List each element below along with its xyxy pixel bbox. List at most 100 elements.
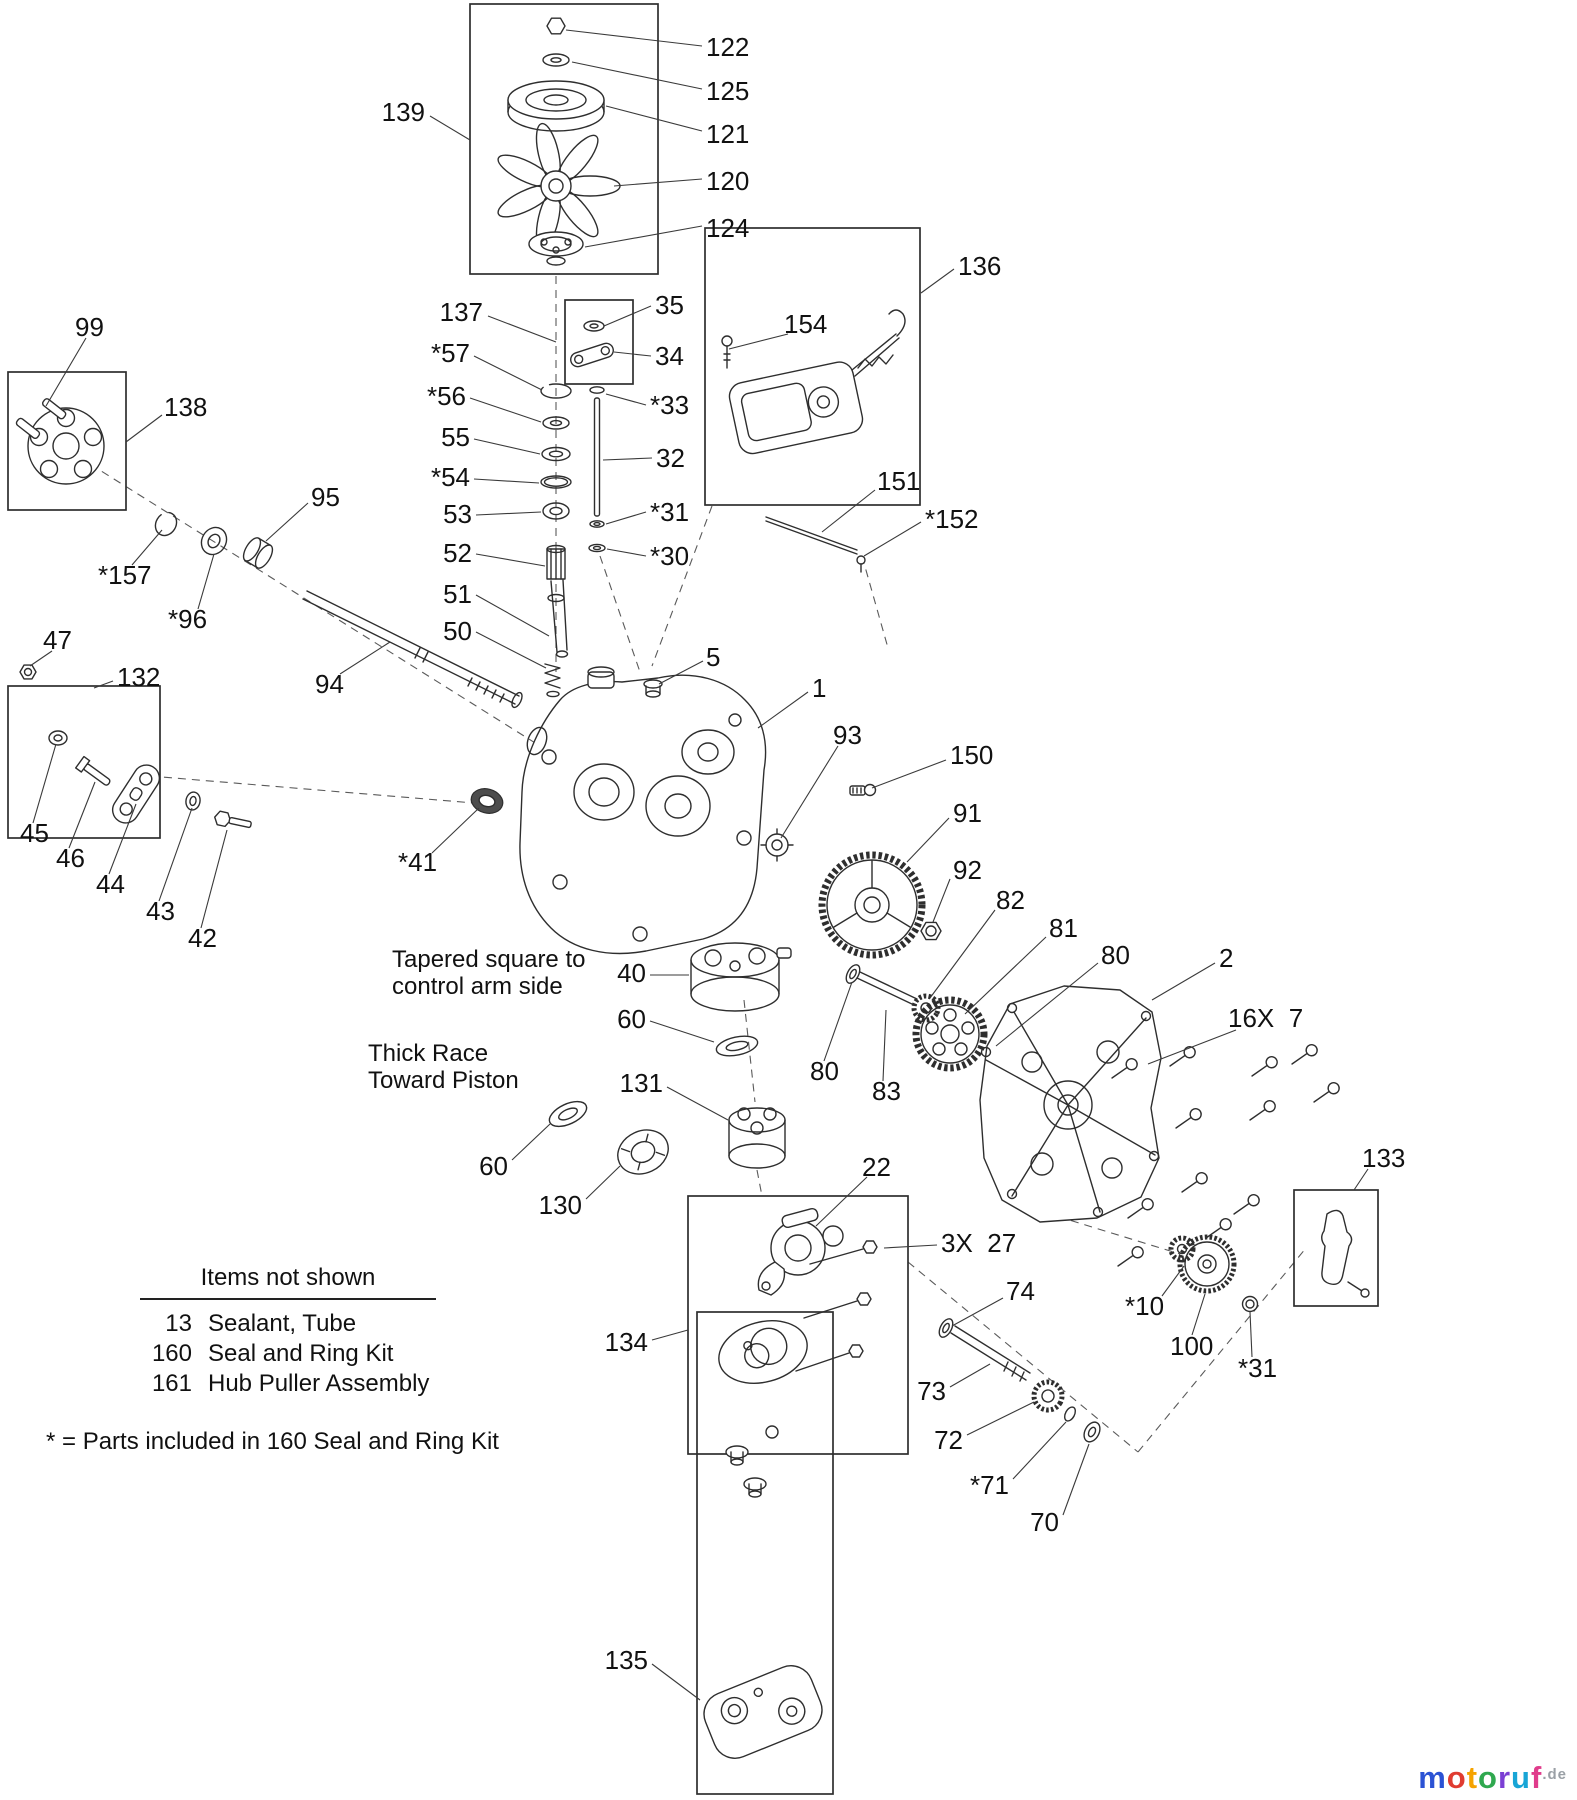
leader-line [906,817,950,863]
leader-line [431,807,480,854]
leader-line [475,631,547,669]
callout-99: 99 [75,312,104,342]
leader-line [932,878,951,923]
callout-132: 132 [117,662,161,692]
legend-item-number: 161 [151,1370,192,1397]
leader-line [728,333,789,350]
callout-1: 1 [812,673,827,703]
leader-line [920,268,955,294]
leader-line [658,660,704,685]
box-136-actuator [704,227,921,506]
leader-line [584,225,703,248]
callout-151: 151 [877,466,921,496]
leader-line [602,457,653,461]
shaft-83 [856,971,918,1006]
seal-kit-footnote: * = Parts included in 160 Seal and Ring … [46,1428,499,1455]
leader-line [475,511,542,516]
leader-line [1191,1293,1206,1336]
callout-152: *152 [925,504,979,534]
callout-150: 150 [950,740,994,770]
legend-item-desc: Sealant, Tube [208,1310,357,1337]
callout-45: 45 [20,818,49,848]
leader-line [473,478,540,484]
leader-line [131,529,163,566]
callout-31: *31 [650,497,690,527]
fitting-150 [849,783,877,797]
callout-80: 80 [810,1056,839,1086]
leader-line [1151,962,1216,1001]
housing-1 [519,666,767,955]
bolt-154 [721,335,733,369]
leader-line [475,553,546,567]
callout-50: 50 [443,616,472,646]
leader-line [200,829,228,929]
leader-line [949,1363,991,1388]
callout-70: 70 [1030,1507,1059,1537]
leader-line [339,641,391,675]
leader-line [475,594,550,637]
bearing-130 [617,1129,669,1175]
callout-31: *31 [1238,1353,1278,1383]
callout-72: 72 [934,1425,963,1455]
watermark-word: motoruf [1418,1760,1542,1795]
callout-43: 43 [146,896,175,926]
thick-race-note-line: Toward Piston [368,1067,519,1094]
leader-line [605,393,647,406]
gear-100-group [1168,1234,1259,1313]
callout-47: 47 [43,625,72,655]
leader-line [197,553,215,610]
callout-46: 46 [56,843,85,873]
callout-2: 2 [1219,943,1234,973]
leader-line [871,759,947,789]
legend-title: Items not shown [200,1264,376,1291]
callout-34: 34 [655,341,684,371]
leader-line [966,1401,1035,1436]
leader-line [511,1123,551,1161]
callout-80: 80 [1101,940,1130,970]
callout-54: *54 [430,462,470,492]
callout-96: *96 [168,604,208,634]
tapered-note-line: control arm side [392,973,563,1000]
callout-16X7: 16X 7 [1228,1003,1304,1033]
watermark-letter: f [1530,1760,1543,1795]
rod-151 [765,516,866,573]
callout-130: 130 [538,1190,582,1220]
cylinder-block-131 [728,1107,786,1169]
callout-60: 60 [617,1004,646,1034]
leader-line [571,61,703,90]
callout-135: 135 [604,1645,648,1675]
callout-35: 35 [655,290,684,320]
legend-item-desc: Hub Puller Assembly [208,1370,430,1397]
callout-42: 42 [188,923,217,953]
watermark-letter: u [1511,1760,1531,1795]
callout-30: *30 [650,541,690,571]
callout-33: *33 [650,390,690,420]
leader-line [585,1165,621,1200]
gear-81 [912,996,988,1072]
cover-2 [979,985,1162,1223]
leader-line [929,909,996,999]
callout-91: 91 [953,798,982,828]
leader-line [603,305,652,327]
callout-40: 40 [617,958,646,988]
leader-line [666,1086,729,1121]
callout-93: 93 [833,720,862,750]
callout-57: *57 [430,338,470,368]
motoruf-watermark[interactable]: motoruf.de [1418,1760,1567,1796]
gear-91 [818,851,926,959]
race-60-upper [715,1035,759,1057]
box-134-pump-assembly [687,1195,909,1455]
callout-120: 120 [706,166,750,196]
callout-73: 73 [917,1376,946,1406]
callout-125: 125 [706,76,750,106]
axle-parts [154,511,523,709]
callout-32: 32 [656,443,685,473]
legend-item-desc: Seal and Ring Kit [208,1340,394,1367]
leader-line [780,745,839,839]
pump-shaft-stack [540,383,572,698]
callout-157: *157 [98,560,152,590]
watermark-suffix: .de [1542,1766,1567,1783]
